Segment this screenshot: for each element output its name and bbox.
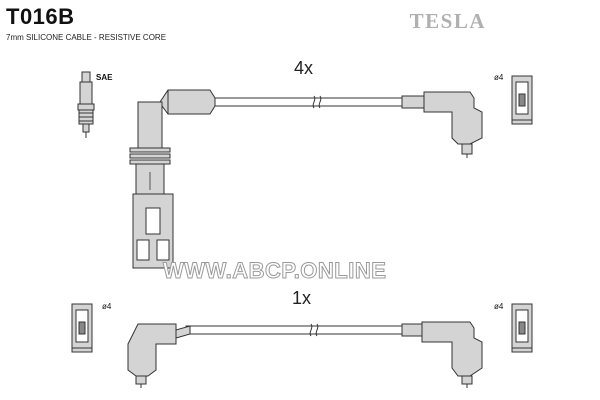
- quantity-label-bottom: 1x: [292, 288, 311, 308]
- distributor-cable-4x: [129, 89, 483, 269]
- coil-cable-1x: [127, 321, 483, 388]
- watermark: WWW.ABCP.ONLINE: [163, 258, 386, 283]
- quantity-label-top: 4x: [294, 58, 313, 78]
- plug-end-detail-icon: [71, 303, 93, 353]
- cable-break-mark: [309, 323, 319, 337]
- diameter-label-bottom-left: ø4: [102, 302, 112, 311]
- plug-end-detail-icon: [511, 303, 533, 353]
- diameter-label-top-right: ø4: [494, 73, 504, 82]
- diameter-label-bottom-right: ø4: [494, 302, 504, 311]
- plug-end-detail-icon: [511, 75, 533, 125]
- cable-break-mark: [312, 95, 322, 109]
- spark-plug-icon: [77, 71, 95, 138]
- cable-spec-subtitle: 7mm SILICONE CABLE - RESISTIVE CORE: [6, 33, 167, 42]
- brand-logo: TESLA: [409, 9, 486, 33]
- part-code: T016B: [6, 4, 75, 29]
- sae-label: SAE: [96, 73, 113, 82]
